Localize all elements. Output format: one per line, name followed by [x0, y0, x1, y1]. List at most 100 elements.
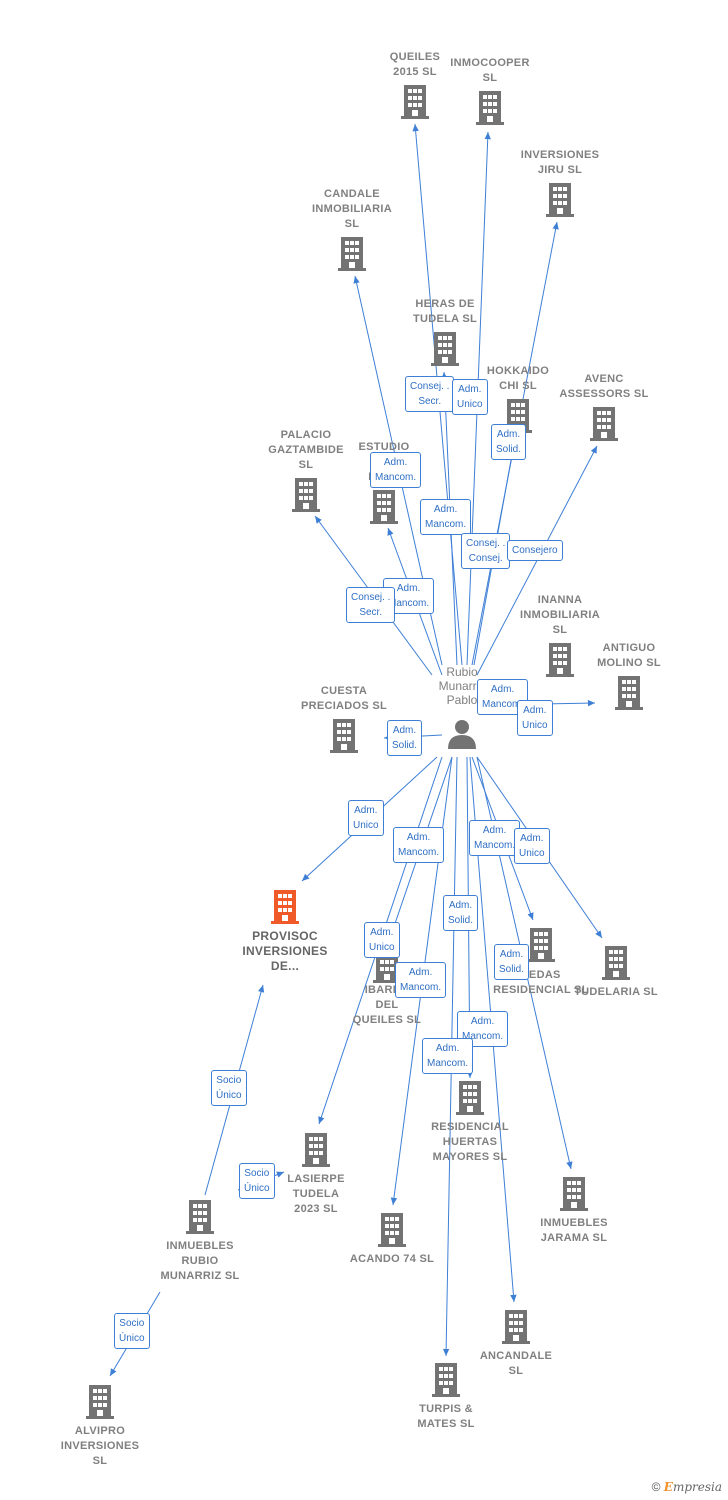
company-building-icon[interactable]	[502, 1310, 530, 1344]
company-building-icon[interactable]	[615, 676, 643, 710]
role-badge[interactable]: Adm.Mancom.	[395, 962, 447, 998]
company-label-line: ALVIPRO	[74, 1425, 126, 1437]
role-badge[interactable]: Adm.Unico	[517, 700, 553, 736]
company-label-line: RESIDENCIAL SL	[493, 984, 589, 996]
role-badge-line: Adm.	[435, 1043, 460, 1054]
company-building-icon[interactable]	[292, 478, 320, 512]
role-badge[interactable]: Adm. Unico	[452, 379, 488, 415]
role-badge[interactable]: Adm.Mancom.	[422, 1038, 474, 1074]
role-badge[interactable]: Adm.Solid.	[491, 424, 527, 460]
company-label-turpis[interactable]: TURPIS &MATES SL	[417, 1402, 474, 1432]
company-label-line: CHI SL	[499, 380, 537, 392]
company-label-line: JIRU SL	[537, 164, 583, 176]
company-building-icon[interactable]	[86, 1385, 114, 1419]
company-building-icon[interactable]	[186, 1200, 214, 1234]
role-badge-line: Adm.	[433, 504, 458, 515]
role-badge[interactable]: Adm.Mancom.	[393, 827, 445, 863]
role-badge[interactable]: Consej. .Secr.	[346, 587, 396, 623]
company-building-icon[interactable]	[330, 719, 358, 753]
company-building-icon[interactable]	[456, 1081, 484, 1115]
company-label-acando[interactable]: ACANDO 74 SL	[350, 1252, 434, 1267]
company-building-icon[interactable]	[431, 332, 459, 366]
company-label-line: PROVISOC	[252, 929, 318, 943]
role-badge[interactable]: Adm.Unico	[348, 800, 384, 836]
company-building-icon[interactable]	[370, 490, 398, 524]
company-label-tudelaria[interactable]: TUDELARIA SL	[574, 985, 658, 1000]
role-badge[interactable]: Consej. .Secr.	[405, 376, 455, 412]
role-badge-line: Adm.	[470, 1016, 495, 1027]
role-badge[interactable]: Adm.Mancom.	[370, 452, 422, 488]
company-building-icon[interactable]	[302, 1133, 330, 1167]
company-building-icon[interactable]	[546, 183, 574, 217]
role-badge[interactable]: Adm.Solid.	[494, 944, 530, 980]
company-label-line: INMOCOOPER	[450, 57, 530, 69]
brand-logo[interactable]: Empresia	[664, 1480, 722, 1494]
company-label-line: INVERSIONES	[520, 149, 600, 161]
person-label-line: Rubio	[446, 665, 478, 679]
role-badge-line: Adm.	[496, 429, 521, 440]
company-building-icon[interactable]	[338, 237, 366, 271]
company-label-line: MUNARRIZ SL	[160, 1270, 240, 1282]
company-building-icon[interactable]	[378, 1213, 406, 1247]
company-label-line: TUDELARIA SL	[574, 986, 658, 998]
company-label-line: AVENC	[584, 373, 624, 385]
person-label-line: Munarriz	[438, 679, 486, 693]
company-label-jiru[interactable]: INVERSIONES JIRU SL	[521, 148, 600, 178]
role-badge-line: Solid.	[499, 964, 525, 975]
role-badge[interactable]: Adm.Mancom.	[420, 499, 472, 535]
company-building-icon[interactable]	[560, 1177, 588, 1211]
icons-layer	[86, 85, 643, 1419]
role-badge[interactable]: Adm.Solid.	[387, 720, 423, 756]
company-label-line: SL	[298, 459, 314, 471]
role-badge-line: Adm.	[490, 684, 515, 695]
role-badge[interactable]: Adm.Solid.	[443, 895, 479, 931]
role-badge-line: Adm.	[458, 384, 482, 395]
person-icon[interactable]	[448, 720, 476, 749]
role-badge[interactable]: Consej. .Consej.	[461, 533, 511, 569]
role-badge-line: Unico	[353, 820, 379, 831]
role-badge-line: Mancom.	[398, 847, 440, 858]
company-label-line: RUBIO	[181, 1255, 219, 1267]
company-building-icon[interactable]	[271, 890, 299, 924]
company-label-line: SL	[552, 624, 568, 636]
company-building-icon[interactable]	[432, 1363, 460, 1397]
company-building-icon[interactable]	[590, 407, 618, 441]
role-badge[interactable]: Adm.Mancom.	[469, 820, 521, 856]
company-label-line: INVERSIONES	[242, 944, 328, 958]
role-badge-line: Unico	[519, 848, 545, 859]
role-badge-line: Unico	[457, 399, 483, 410]
role-badge[interactable]: Adm.Unico	[364, 922, 400, 958]
company-building-icon[interactable]	[602, 946, 630, 980]
role-badge[interactable]: Adm.Mancom.	[477, 679, 529, 715]
company-building-icon[interactable]	[546, 643, 574, 677]
company-building-icon[interactable]	[527, 928, 555, 962]
role-badge[interactable]: Consejero	[507, 540, 563, 561]
company-building-icon[interactable]	[476, 91, 504, 125]
company-building-icon[interactable]	[401, 85, 429, 119]
company-label-line: CUESTA	[320, 685, 368, 697]
role-badge[interactable]: Adm.Unico	[514, 828, 550, 864]
company-label-line: TUDELA	[292, 1188, 340, 1200]
